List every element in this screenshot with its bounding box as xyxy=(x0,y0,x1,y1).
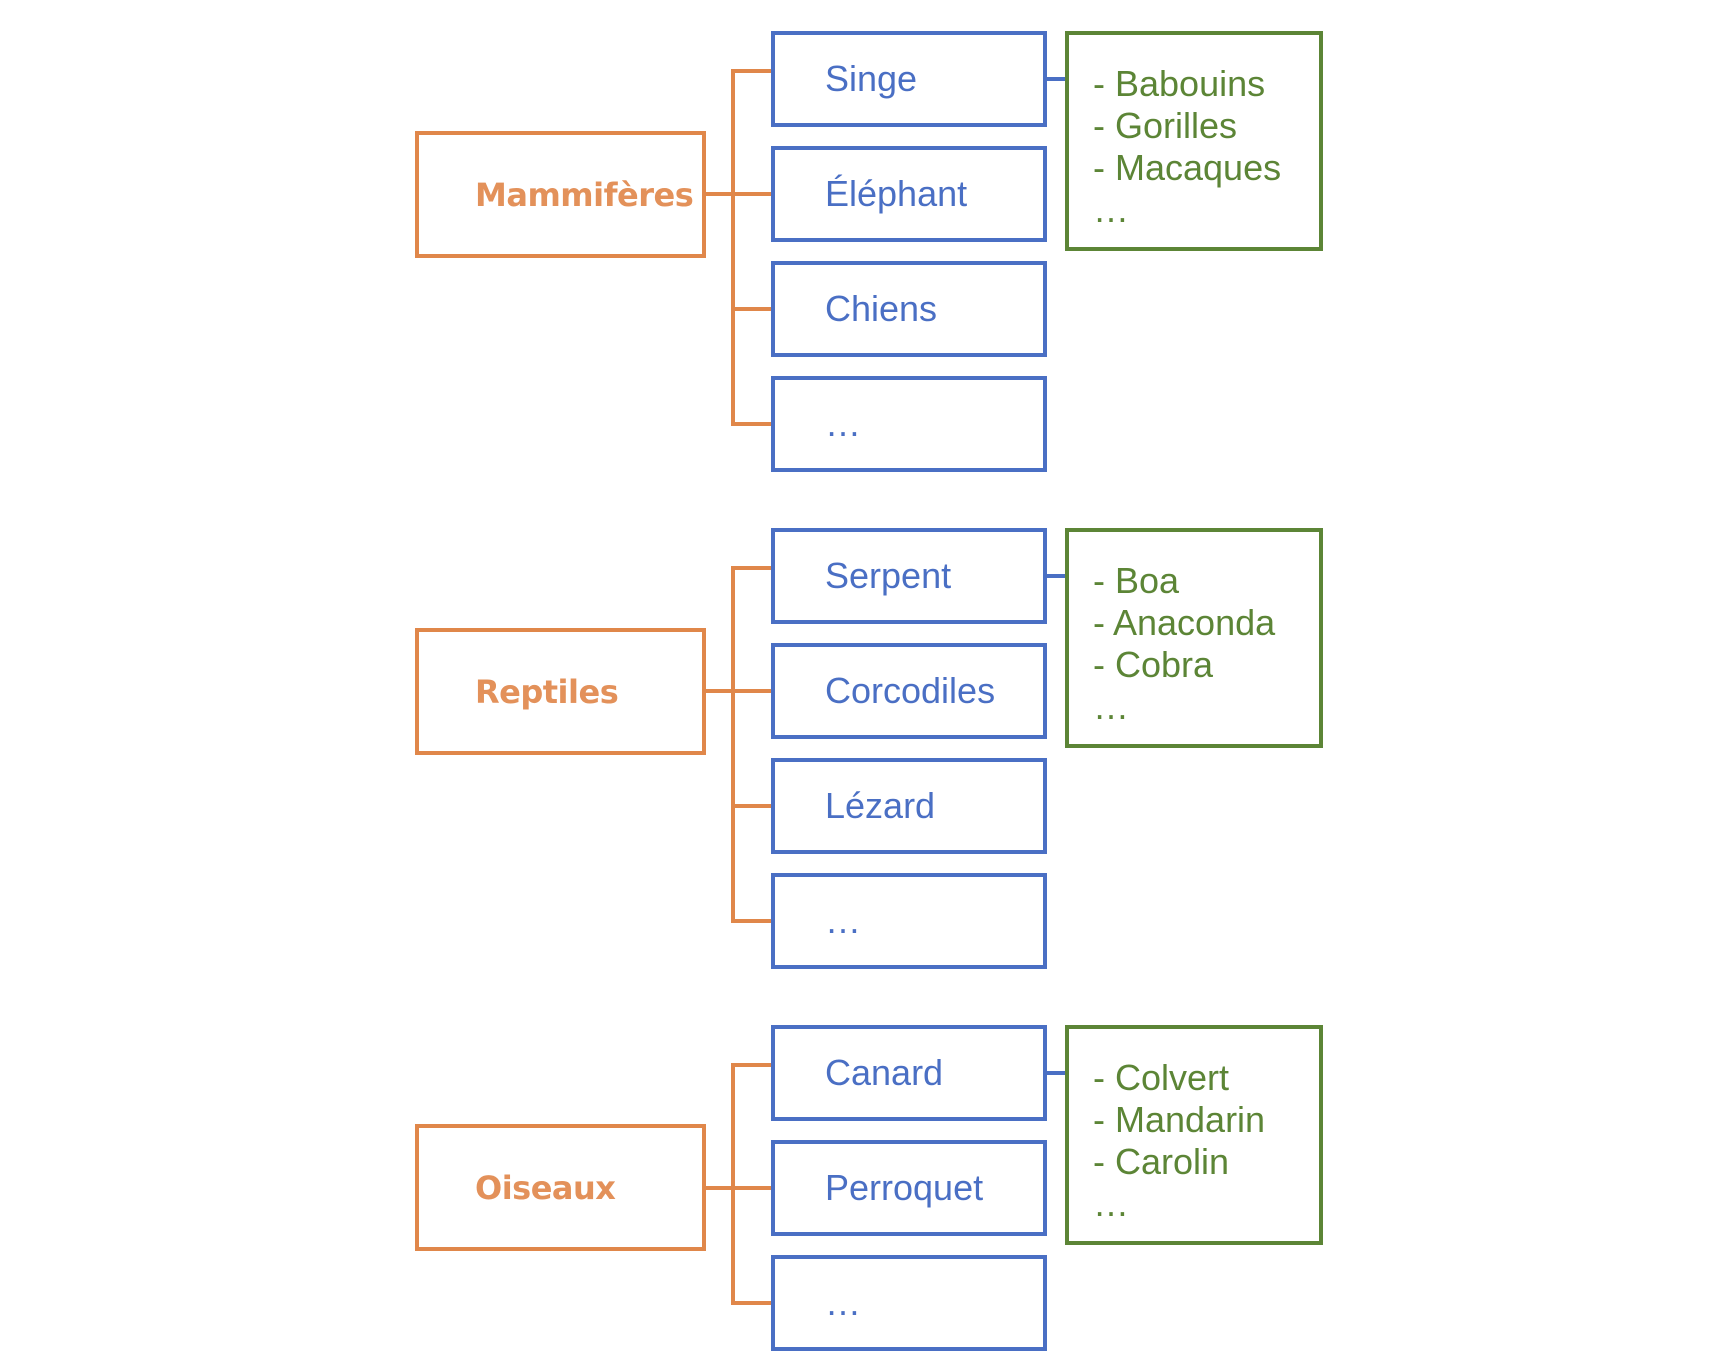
subcategory-label: Canard xyxy=(825,1052,944,1093)
category-box: Reptiles xyxy=(415,628,706,755)
subcategory-box: Singe xyxy=(771,31,1047,127)
examples-box: - Boa - Anaconda - Cobra … xyxy=(1065,528,1323,748)
subcategory-label: Lézard xyxy=(825,785,936,826)
category-box: Oiseaux xyxy=(415,1124,706,1251)
bracket-oiseaux xyxy=(706,1063,771,1305)
subcategory-label: … xyxy=(825,403,861,444)
example-line: - Cobra xyxy=(1093,644,1214,685)
example-line: - Boa xyxy=(1093,560,1180,601)
category-label: Reptiles xyxy=(475,672,619,711)
example-line: - Carolin xyxy=(1093,1141,1230,1182)
subcategory-label: Singe xyxy=(825,58,918,99)
subcategory-label: Éléphant xyxy=(825,173,968,214)
subcategory-label: Corcodiles xyxy=(825,670,996,711)
subcategory-box: Chiens xyxy=(771,261,1047,357)
example-line: - Colvert xyxy=(1093,1057,1230,1098)
subcategory-label: … xyxy=(825,1282,861,1323)
examples-box: - Babouins - Gorilles - Macaques … xyxy=(1065,31,1323,251)
subcategory-label: Chiens xyxy=(825,288,938,329)
subcategory-box: Canard xyxy=(771,1025,1047,1121)
subcategory-box: … xyxy=(771,376,1047,472)
subcategory-box: Serpent xyxy=(771,528,1047,624)
example-line: - Mandarin xyxy=(1093,1099,1266,1140)
category-label: Oiseaux xyxy=(475,1168,616,1207)
example-line: … xyxy=(1093,686,1129,727)
subcategory-box: Corcodiles xyxy=(771,643,1047,739)
subcategory-box: Lézard xyxy=(771,758,1047,854)
example-line: - Macaques xyxy=(1093,147,1282,188)
example-line: - Babouins xyxy=(1093,63,1266,104)
subcategory-label: … xyxy=(825,900,861,941)
examples-box: - Colvert - Mandarin - Carolin … xyxy=(1065,1025,1323,1245)
example-line: … xyxy=(1093,1183,1129,1224)
subcategory-box: Perroquet xyxy=(771,1140,1047,1236)
example-line: - Gorilles xyxy=(1093,105,1238,146)
category-label: Mammifères xyxy=(475,175,694,214)
subcategory-box: … xyxy=(771,873,1047,969)
bracket-mammiferes xyxy=(706,69,771,426)
subcategory-box: … xyxy=(771,1255,1047,1351)
example-line: - Anaconda xyxy=(1093,602,1276,643)
category-box: Mammifères xyxy=(415,131,706,258)
bracket-reptiles xyxy=(706,566,771,923)
subcategory-label: Perroquet xyxy=(825,1167,984,1208)
example-line: … xyxy=(1093,189,1129,230)
subcategory-box: Éléphant xyxy=(771,146,1047,242)
subcategory-label: Serpent xyxy=(825,555,952,596)
